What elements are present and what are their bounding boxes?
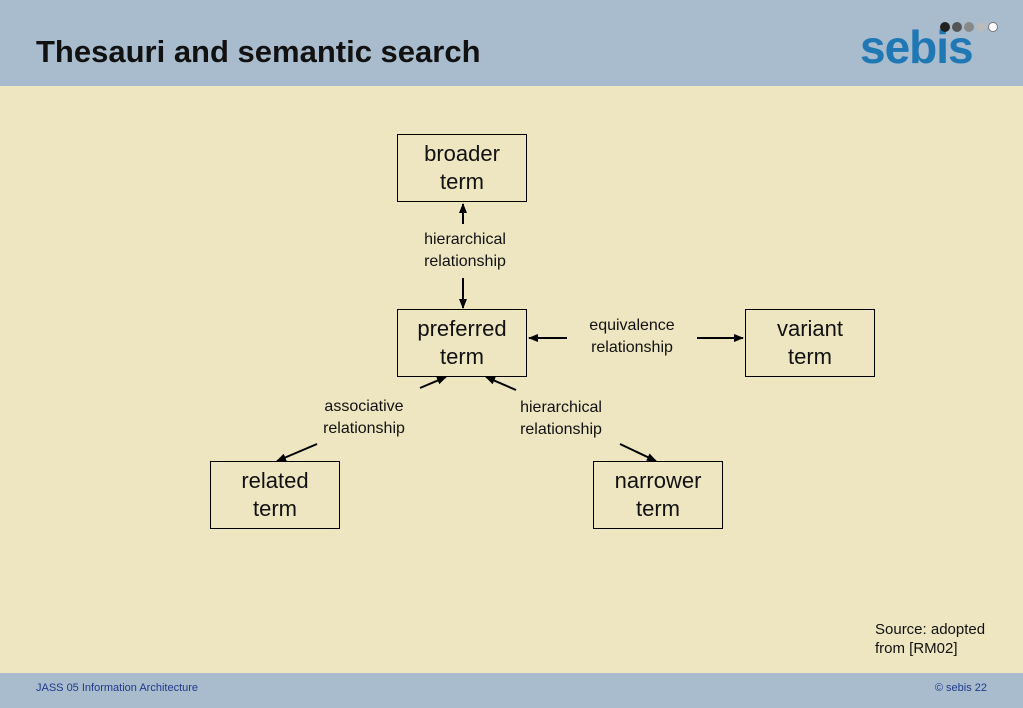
- source-line: from [RM02]: [875, 640, 958, 657]
- arrow-associative-up: [419, 376, 447, 389]
- edge-label-line: relationship: [520, 421, 602, 438]
- edge-label-line: associative: [324, 398, 404, 415]
- edge-label-equivalence: equivalence relationship: [577, 315, 687, 359]
- node-broader-term: broader term: [397, 134, 527, 202]
- node-label: variant: [776, 316, 844, 341]
- edge-label-line: relationship: [424, 253, 506, 270]
- node-related-term: related term: [210, 461, 340, 529]
- edge-label-associative: associative relationship: [309, 396, 419, 440]
- header-bar: Thesauri and semantic search sebis: [0, 0, 1023, 86]
- node-label: term: [253, 496, 297, 521]
- footer-bar: JASS 05 Information Architecture © sebis…: [0, 673, 1023, 708]
- footer-page: © sebis 22: [934, 682, 987, 694]
- node-label: term: [440, 344, 484, 369]
- arrow-hier-up: [485, 376, 517, 391]
- edge-label-line: relationship: [323, 420, 405, 437]
- node-label: broader: [424, 141, 500, 166]
- node-label: preferred: [417, 316, 507, 341]
- footer-course: JASS 05 Information Architecture: [36, 682, 199, 694]
- node-label: term: [788, 344, 832, 369]
- node-variant-term: variant term: [745, 309, 875, 377]
- edge-label-line: hierarchical: [520, 399, 602, 416]
- sebis-logo: sebis: [860, 22, 1010, 72]
- node-label: term: [440, 169, 484, 194]
- arrow-associative-down: [276, 443, 318, 462]
- node-label: related: [241, 468, 309, 493]
- edge-label-line: equivalence: [589, 317, 675, 334]
- edge-label-line: hierarchical: [424, 231, 506, 248]
- node-preferred-term: preferred term: [397, 309, 527, 377]
- edge-label-narrower-hierarchical: hierarchical relationship: [506, 397, 616, 441]
- edge-label-line: relationship: [591, 339, 673, 356]
- source-line: Source: adopted: [875, 621, 986, 638]
- edge-label-broader-hierarchical: hierarchical relationship: [410, 229, 520, 273]
- node-narrower-term: narrower term: [593, 461, 723, 529]
- node-label: narrower: [614, 468, 702, 493]
- slide-title: Thesauri and semantic search: [36, 34, 481, 69]
- arrow-hier-down: [619, 443, 657, 462]
- node-label: term: [636, 496, 680, 521]
- source-note: Source: adopted from [RM02]: [875, 620, 985, 658]
